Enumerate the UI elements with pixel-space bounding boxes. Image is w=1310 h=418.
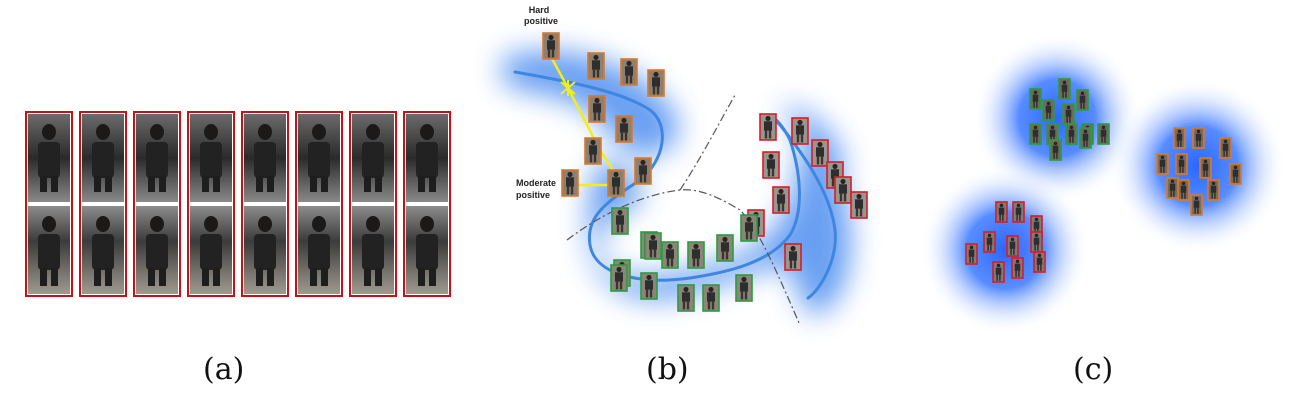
thumb-orange (620, 58, 638, 86)
thumb-orange (587, 52, 605, 80)
thumb-green (735, 274, 753, 302)
thumb-green (1097, 123, 1110, 145)
thumb-orange (647, 69, 665, 97)
boundary-upper (679, 94, 736, 191)
thumb-green (1029, 88, 1042, 110)
thumb-orange (1207, 179, 1220, 201)
thumb-red (850, 191, 868, 219)
panel-b-embedding: Hard positive Moderate positive (500, 5, 868, 326)
thumb-red (965, 243, 978, 265)
image-pair (79, 111, 127, 297)
thumb-orange (1192, 127, 1205, 149)
thumb-red (772, 186, 790, 214)
manifold-curve (513, 70, 837, 300)
thumb-green (661, 241, 679, 269)
cluster-blob-green (972, 33, 1142, 203)
thumb-orange (542, 32, 560, 60)
thumb-orange (1173, 127, 1186, 149)
cluster-blob-orange (1110, 78, 1286, 254)
cluster-blob-red (920, 165, 1090, 335)
thumb-orange (607, 169, 625, 197)
image-pair (349, 111, 397, 297)
thumb-green (1065, 123, 1078, 145)
thumb-red (1006, 235, 1019, 257)
image-pair (403, 111, 451, 297)
thumb-green (610, 264, 628, 292)
thumb-green (1029, 123, 1042, 145)
hard-positive-label-2: positive (524, 16, 558, 26)
thumb-red (811, 139, 829, 167)
thumb-green (1058, 78, 1071, 100)
thumb-red (1033, 251, 1046, 273)
thumb-green (1076, 89, 1089, 111)
caption-a: (a) (203, 352, 245, 387)
thumb-orange (634, 157, 652, 185)
thumb-orange (1219, 137, 1232, 159)
thumb-green (644, 232, 662, 260)
thumb-green (740, 214, 758, 242)
thumb-green (640, 272, 658, 300)
image-pair (25, 111, 73, 297)
thumb-red (983, 231, 996, 253)
image-pair (187, 111, 235, 297)
thumb-green (687, 241, 705, 269)
thumb-orange (1156, 153, 1169, 175)
image-pair (241, 111, 289, 297)
thumb-orange (615, 115, 633, 143)
caption-b: (b) (646, 352, 689, 387)
thumb-green (611, 207, 629, 235)
thumb-orange (588, 95, 606, 123)
thumb-orange (1190, 194, 1203, 216)
thumb-orange (1199, 157, 1212, 179)
image-pair (133, 111, 181, 297)
thumb-green (1049, 139, 1062, 161)
thumb-red (834, 176, 852, 204)
panel-c-clusters (920, 33, 1286, 335)
hard-positive-label-1: Hard (529, 5, 550, 15)
thumb-red (791, 117, 809, 145)
thumb-green (1062, 103, 1075, 125)
thumb-red (762, 151, 780, 179)
thumb-orange (1177, 179, 1190, 201)
caption-c: (c) (1073, 352, 1114, 387)
thumb-green (716, 234, 734, 262)
thumb-orange (561, 169, 579, 197)
boundary-lower (566, 189, 801, 326)
thumb-orange (1175, 153, 1188, 175)
thumb-green (1042, 99, 1055, 121)
thumb-red (1011, 257, 1024, 279)
thumb-red (1012, 201, 1025, 223)
thumb-orange (1229, 163, 1242, 185)
panel-a-pairs (25, 111, 451, 297)
thumb-red (784, 243, 802, 271)
thumb-red (759, 113, 777, 141)
thumb-red (992, 261, 1005, 283)
thumb-green (702, 284, 720, 312)
thumb-orange (1166, 177, 1179, 199)
moderate-positive-label-1: Moderate (516, 178, 556, 188)
thumb-green (1079, 127, 1092, 149)
image-pair (295, 111, 343, 297)
moderate-positive-label-2: positive (516, 190, 550, 200)
hard-positive-line (548, 54, 620, 179)
thumb-green (677, 284, 695, 312)
thumb-orange (584, 137, 602, 165)
thumb-red (1030, 231, 1043, 253)
star-marker (560, 80, 576, 96)
thumb-red (995, 201, 1008, 223)
